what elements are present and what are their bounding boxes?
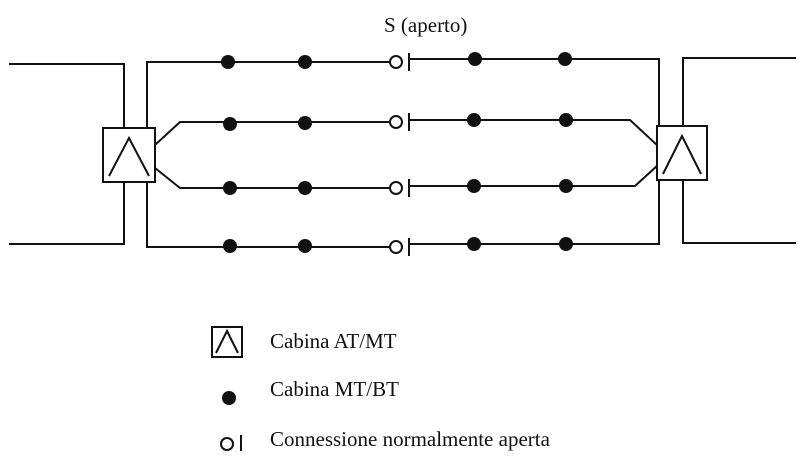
mv-line-4-right: [408, 179, 660, 245]
substation-mt-bt-icon: [467, 237, 481, 251]
substation-mt-bt-icon: [223, 117, 237, 131]
legend-open-connection-icon: [220, 435, 242, 451]
mv-line-2-right: [408, 119, 660, 148]
substation-mt-bt-icon: [298, 239, 312, 253]
mv-line-2-left: [153, 121, 396, 147]
substation-mt-bt-icon: [223, 239, 237, 253]
left-hv-feeder-bottom: [9, 181, 125, 245]
substation-mt-bt-icon: [559, 237, 573, 251]
substation-mt-bt-icon: [467, 113, 481, 127]
legend: Cabina AT/MT Cabina MT/BT Connessione no…: [211, 326, 551, 451]
substation-mt-bt-icon: [559, 179, 573, 193]
substation-mt-bt-icon: [298, 55, 312, 69]
legend-substation-at-mt-icon: [211, 326, 243, 358]
substation-at-mt-right-icon: [656, 125, 708, 181]
mv-line-1-right: [408, 58, 660, 127]
substation-mt-bt-icon: [559, 113, 573, 127]
mv-line-1-left: [146, 61, 396, 129]
mv-line-4-left: [146, 181, 396, 248]
legend-label-at-mt: Cabina AT/MT: [270, 329, 397, 353]
substation-mt-bt-icon: [298, 116, 312, 130]
legend-label-open-connection: Connessione normalmente aperta: [270, 427, 551, 451]
open-connection-icon: [389, 240, 403, 254]
substation-mt-bt-icon: [467, 179, 481, 193]
switch-label: S (aperto): [384, 13, 467, 37]
substation-mt-bt-icon: [221, 55, 235, 69]
mv-line-3-right: [408, 163, 660, 187]
substation-mt-bt-icon: [468, 52, 482, 66]
left-hv-feeder-top: [9, 63, 125, 129]
right-hv-feeder-bottom: [682, 179, 796, 244]
open-connection-icon: [389, 181, 403, 195]
mv-line-3-left: [153, 166, 396, 189]
legend-label-mt-bt: Cabina MT/BT: [270, 377, 399, 401]
legend-substation-mt-bt-icon: [222, 391, 236, 405]
substation-mt-bt-icon: [223, 181, 237, 195]
substation-at-mt-left-icon: [102, 127, 156, 183]
substation-mt-bt-icon: [558, 52, 572, 66]
right-hv-feeder-top: [682, 57, 796, 127]
open-connection-icon: [389, 55, 403, 69]
open-connection-icon: [389, 115, 403, 129]
substation-mt-bt-icon: [298, 181, 312, 195]
